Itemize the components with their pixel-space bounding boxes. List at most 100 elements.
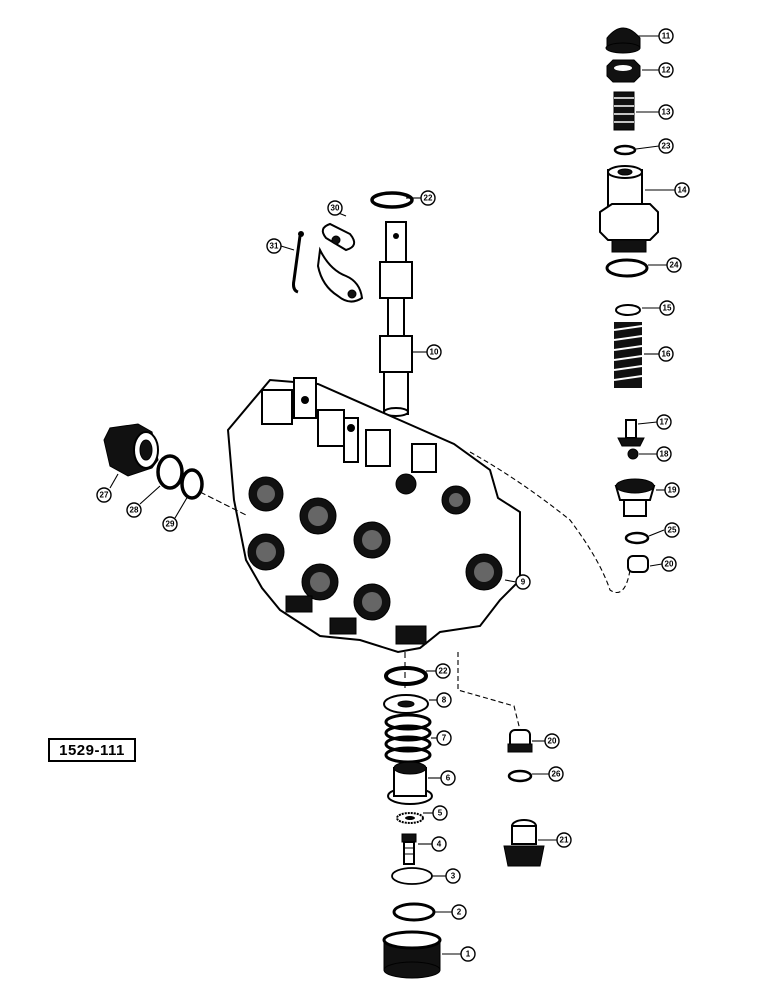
- washer-part-24: [605, 258, 649, 278]
- svg-text:9: 9: [521, 578, 526, 587]
- callout-6: 6: [440, 770, 456, 786]
- callout-2: 2: [451, 904, 467, 920]
- callout-20-upper: 20: [661, 556, 677, 572]
- callout-22-top: 22: [420, 190, 436, 206]
- ball-part-18: [627, 448, 639, 460]
- callout-25: 25: [664, 522, 680, 538]
- svg-text:20: 20: [548, 737, 557, 746]
- bolt-part-4: [401, 833, 417, 865]
- plug-part-20-upper: [627, 555, 649, 573]
- spool-part-10: [379, 221, 413, 417]
- callout-15: 15: [659, 300, 675, 316]
- poppet-part-17: [617, 419, 645, 447]
- svg-text:27: 27: [100, 491, 109, 500]
- valve-body-part-9: [226, 377, 521, 654]
- o-ring-part-23: [613, 144, 637, 156]
- callout-23: 23: [658, 138, 674, 154]
- callout-26: 26: [548, 766, 564, 782]
- callout-8: 8: [436, 692, 452, 708]
- svg-text:1: 1: [466, 950, 471, 959]
- svg-text:25: 25: [668, 526, 677, 535]
- svg-text:11: 11: [662, 32, 671, 41]
- svg-text:23: 23: [662, 142, 671, 151]
- plug-part-20-lower: [507, 729, 533, 753]
- svg-text:16: 16: [662, 350, 671, 359]
- svg-text:31: 31: [270, 242, 279, 251]
- callout-9: 9: [515, 574, 531, 590]
- callout-5: 5: [432, 805, 448, 821]
- callout-13: 13: [658, 104, 674, 120]
- callout-27: 27: [96, 487, 112, 503]
- svg-text:7: 7: [442, 734, 447, 743]
- svg-text:28: 28: [130, 506, 139, 515]
- washer-part-15: [615, 304, 641, 316]
- svg-text:22: 22: [424, 194, 433, 203]
- callout-29: 29: [162, 516, 178, 532]
- spring-seat-part-8: [383, 694, 429, 714]
- svg-text:3: 3: [451, 872, 456, 881]
- callout-20-lower: 20: [544, 733, 560, 749]
- spring-part-7: [384, 713, 432, 764]
- callout-19: 19: [664, 482, 680, 498]
- plug-assembly-part-27: [103, 423, 159, 477]
- svg-text:4: 4: [437, 840, 442, 849]
- callout-12: 12: [658, 62, 674, 78]
- callout-28: 28: [126, 502, 142, 518]
- o-ring-part-26: [507, 769, 533, 783]
- svg-text:2: 2: [457, 908, 462, 917]
- svg-text:17: 17: [660, 418, 669, 427]
- cotter-pin-part-31: [292, 231, 304, 294]
- svg-text:26: 26: [552, 770, 561, 779]
- callout-21: 21: [556, 832, 572, 848]
- callout-4: 4: [431, 836, 447, 852]
- callout-17: 17: [656, 414, 672, 430]
- svg-text:6: 6: [446, 774, 451, 783]
- callout-18: 18: [656, 446, 672, 462]
- callout-10: 10: [426, 344, 442, 360]
- callout-1: 1: [460, 946, 476, 962]
- callout-3: 3: [445, 868, 461, 884]
- svg-text:18: 18: [660, 450, 669, 459]
- o-ring-part-22-bottom: [384, 666, 428, 686]
- svg-text:10: 10: [430, 348, 439, 357]
- seat-part-19: [614, 478, 656, 517]
- svg-text:29: 29: [166, 520, 175, 529]
- svg-text:19: 19: [668, 486, 677, 495]
- o-ring-part-29: [180, 468, 204, 500]
- o-ring-part-28: [156, 454, 184, 490]
- callout-11: 11: [658, 28, 674, 44]
- hex-nut-part-12: [606, 59, 641, 83]
- relief-valve-body-part-14: [599, 165, 659, 253]
- spring-part-16: [613, 322, 643, 388]
- figure-number-label: 1529-111: [48, 738, 136, 762]
- o-ring-part-22-top: [370, 191, 414, 209]
- callout-7: 7: [436, 730, 452, 746]
- callout-22-bottom: 22: [435, 663, 451, 679]
- callout-31: 31: [266, 238, 282, 254]
- svg-text:8: 8: [442, 696, 447, 705]
- svg-text:24: 24: [670, 261, 679, 270]
- svg-text:15: 15: [663, 304, 672, 313]
- svg-text:20: 20: [665, 560, 674, 569]
- svg-text:30: 30: [331, 204, 340, 213]
- svg-text:14: 14: [678, 186, 687, 195]
- cap-part-1: [382, 930, 442, 979]
- svg-text:12: 12: [662, 66, 671, 75]
- lock-washer-part-5: [396, 812, 424, 824]
- svg-text:21: 21: [560, 836, 569, 845]
- plug-part-21: [503, 819, 545, 867]
- callout-leaders: [109, 35, 675, 955]
- link-part-30: [316, 222, 364, 303]
- cap-nut-part-11: [605, 27, 641, 54]
- svg-text:13: 13: [662, 108, 671, 117]
- disc-part-3: [391, 867, 433, 885]
- callout-30: 30: [327, 200, 343, 216]
- callout-16: 16: [658, 346, 674, 362]
- adjusting-screw-part-13: [613, 91, 635, 131]
- callout-14: 14: [674, 182, 690, 198]
- o-ring-part-25: [624, 531, 650, 545]
- callout-24: 24: [666, 257, 682, 273]
- svg-text:22: 22: [439, 667, 448, 676]
- svg-text:5: 5: [438, 809, 443, 818]
